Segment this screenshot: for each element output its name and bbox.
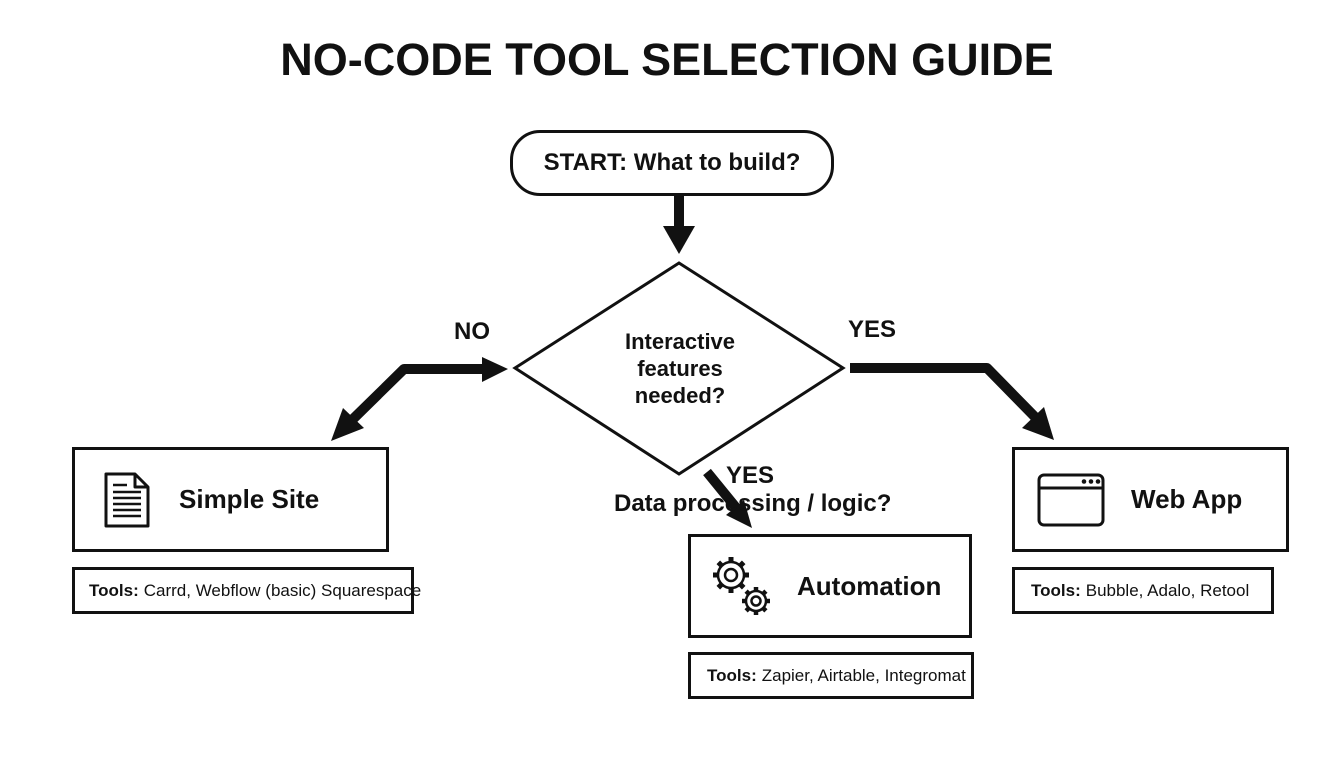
- arrow-yes-down: [703, 468, 742, 514]
- tools-box-automation: Tools: Zapier, Airtable, Integromat: [688, 652, 974, 699]
- start-node: START: What to build?: [510, 130, 834, 196]
- document-icon: [104, 472, 150, 527]
- branch-label-yes-right: YES: [848, 316, 897, 343]
- tools-list-automation: Zapier, Airtable, Integromat: [761, 665, 966, 685]
- outcome-label-automation: Automation: [797, 570, 942, 601]
- tools-prefix: Tools:: [89, 580, 139, 600]
- data-processing-question: Data processing / logic?: [614, 490, 892, 517]
- tools-box-web-app: Tools: Bubble, Adalo, Retool: [1012, 567, 1274, 614]
- gears-icon: [713, 557, 770, 615]
- outcome-automation: Automation: [688, 534, 972, 638]
- branch-label-yes-down: YES: [726, 462, 775, 489]
- arrowhead-no-simple: [331, 408, 364, 441]
- arrowhead-yes-webapp: [1022, 407, 1054, 440]
- browser-window-icon: [1037, 473, 1105, 526]
- tools-prefix: Tools:: [1031, 580, 1081, 600]
- outcome-label-simple-site: Simple Site: [179, 484, 320, 514]
- tools-box-simple-site: Tools: Carrd, Webflow (basic) Squarespac…: [72, 567, 421, 614]
- branch-label-no: NO: [454, 318, 490, 345]
- tools-list-simple-site: Carrd, Webflow (basic) Squarespace: [143, 580, 422, 600]
- arrowhead-start: [663, 226, 695, 254]
- arrowhead-no-decision: [482, 357, 508, 382]
- page-title: NO-CODE TOOL SELECTION GUIDE: [280, 34, 1054, 85]
- arrow-no-branch: [348, 364, 484, 424]
- decision-question: Interactive features needed?: [624, 329, 736, 408]
- outcome-web-app: Web App: [1012, 447, 1289, 552]
- decision-diamond: [512, 261, 846, 476]
- outcome-label-web-app: Web App: [1131, 484, 1243, 514]
- tools-prefix: Tools:: [707, 665, 757, 685]
- arrow-yes-branch: [850, 363, 1040, 422]
- arrowhead-yes-automation: [726, 500, 752, 528]
- tools-list-web-app: Bubble, Adalo, Retool: [1085, 580, 1250, 600]
- outcome-simple-site: Simple Site: [72, 447, 389, 552]
